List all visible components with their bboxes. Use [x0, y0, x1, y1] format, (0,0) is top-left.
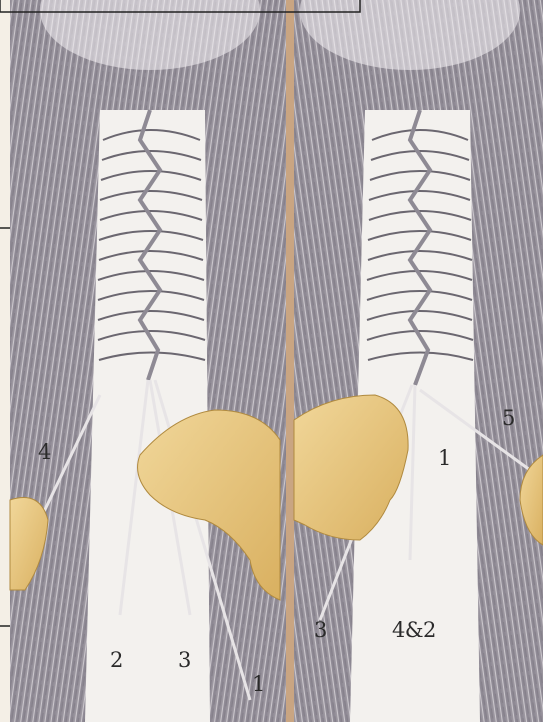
right-strand-label-5: 5	[502, 406, 515, 430]
panel-divider	[286, 0, 294, 722]
left-panel	[10, 0, 288, 722]
left-strand-label-3: 3	[178, 648, 191, 672]
right-strand-label-3: 3	[314, 618, 327, 642]
left-strand-label-4: 4	[38, 440, 51, 464]
left-strand-label-1: 1	[252, 672, 265, 696]
right-panel	[294, 0, 543, 722]
right-strand-label-4-2: 4&2	[392, 618, 436, 642]
right-strand-label-1: 1	[438, 446, 451, 470]
left-strand-label-2: 2	[110, 648, 123, 672]
